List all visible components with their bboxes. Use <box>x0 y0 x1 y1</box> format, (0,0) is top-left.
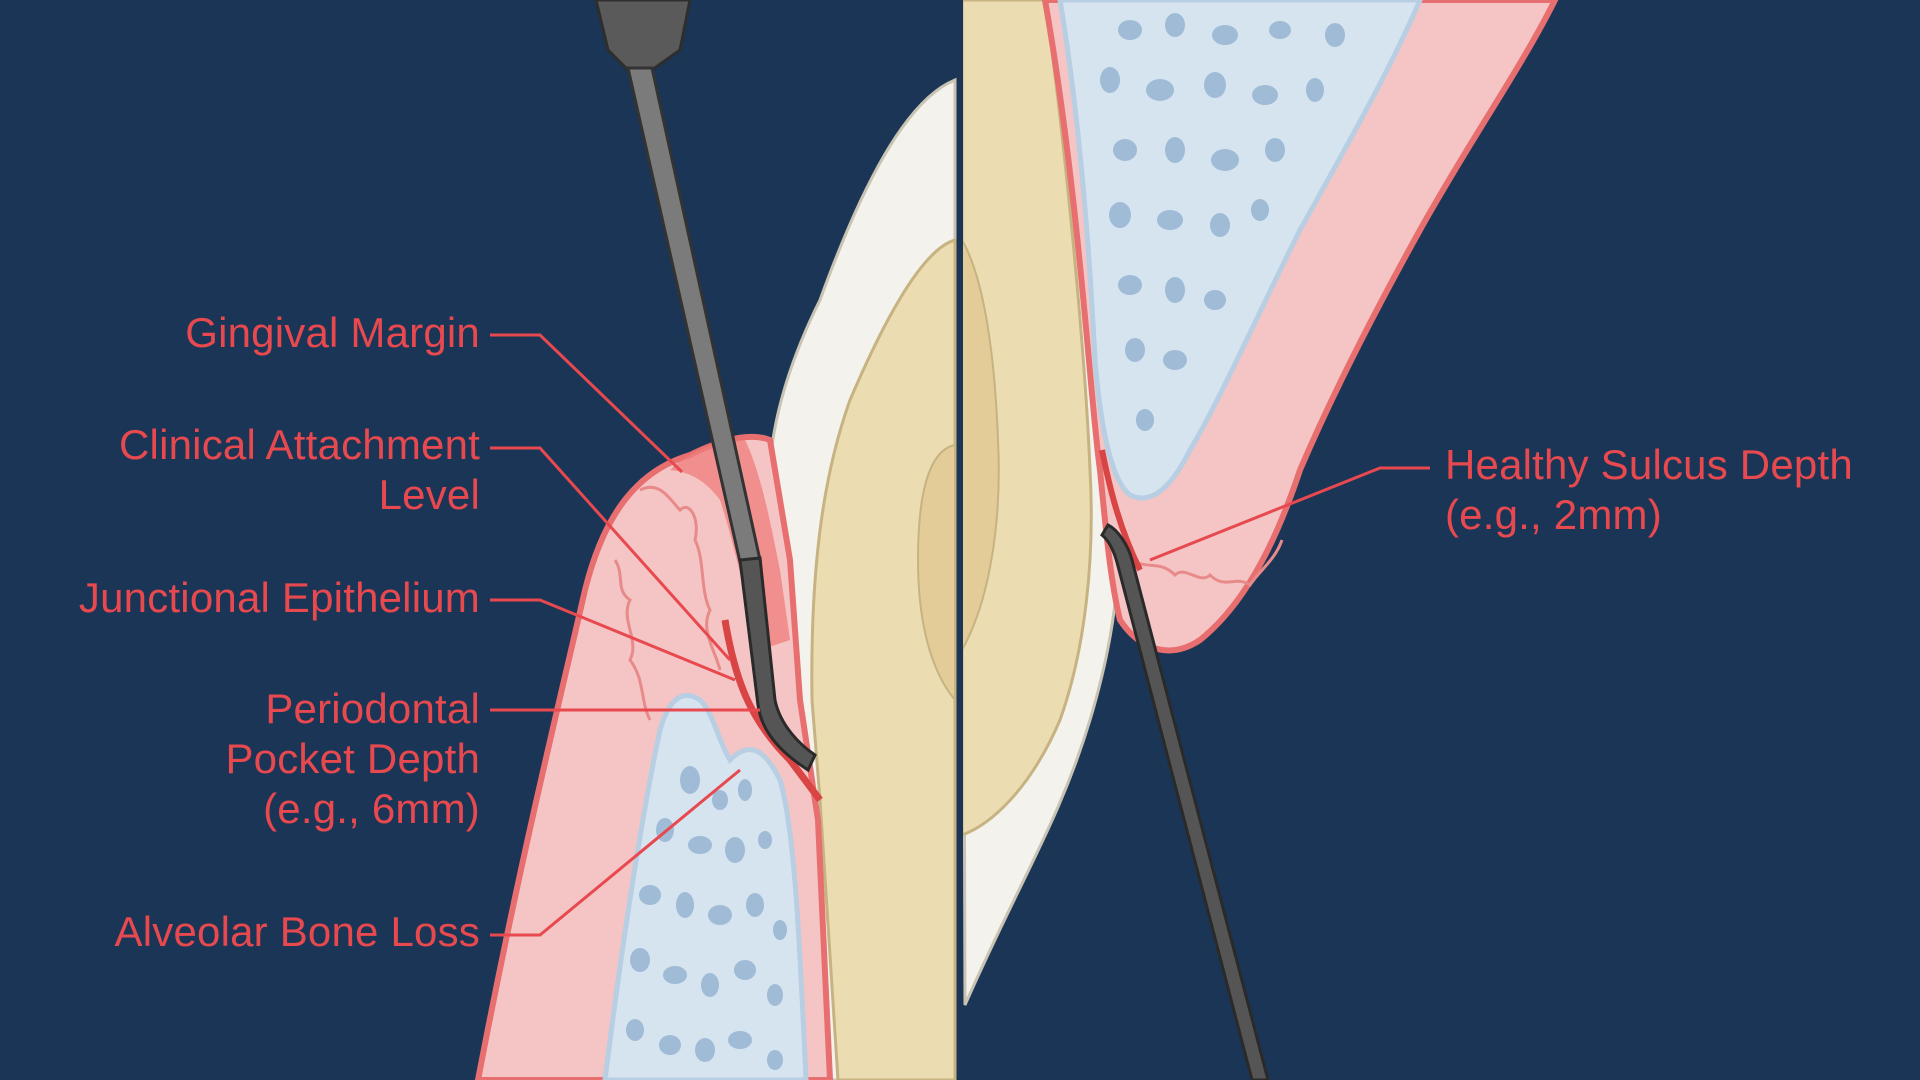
diseased-probe <box>594 0 817 773</box>
healthy-dentin <box>960 0 1093 838</box>
label-healthy-sulcus-depth: Healthy Sulcus Depth (e.g., 2mm) <box>1445 441 1853 538</box>
healthy-epithelial-ridges <box>1129 539 1284 588</box>
label-clinical-attachment-level: Clinical Attachment Level <box>119 421 480 518</box>
healthy-pulp <box>961 236 1000 654</box>
diseased-alveolar-bone <box>602 693 809 1080</box>
pocket-lining <box>721 619 823 803</box>
leader-clinical-attachment <box>490 446 732 662</box>
leader-junctional-epithelium <box>490 598 736 682</box>
label-gingival-margin: Gingival Margin <box>185 309 480 356</box>
label-alveolar-bone-loss: Alveolar Bone Loss <box>114 908 480 955</box>
diseased-dentin <box>810 238 957 1080</box>
healthy-alveolar-bone <box>1057 0 1423 501</box>
probe-tip <box>738 556 817 773</box>
healthy-probe-tip <box>1100 523 1270 1080</box>
diseased-epithelial-ridges-2 <box>613 559 652 721</box>
diseased-epithelial-ridges <box>639 486 722 671</box>
leader-gingival-margin <box>490 333 684 474</box>
diseased-pulp <box>916 443 956 703</box>
leader-lines <box>490 333 1430 937</box>
leader-healthy-sulcus <box>1149 466 1430 562</box>
leader-bone-loss <box>490 768 741 937</box>
healthy-trabeculae <box>1100 13 1345 431</box>
healthy-probe <box>1100 523 1270 1080</box>
label-periodontal-pocket-depth: Periodontal Pocket Depth (e.g., 6mm) <box>225 685 480 832</box>
healthy-bone <box>1057 0 1423 501</box>
label-junctional-epithelium: Junctional Epithelium <box>78 574 480 621</box>
healthy-sulcus-lining <box>1099 449 1143 572</box>
probe-handle <box>594 0 692 72</box>
